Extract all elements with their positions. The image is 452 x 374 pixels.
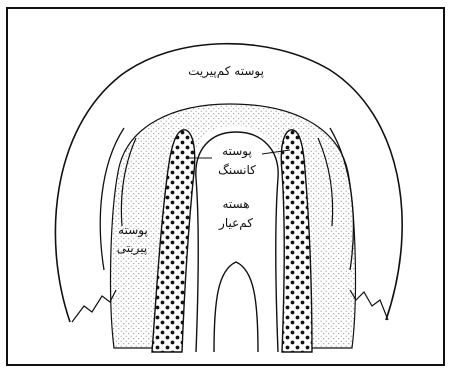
- side-crust-label-line2: پیریتی: [117, 241, 148, 256]
- center-crust-label-line2: کانسنگ: [218, 163, 256, 177]
- side-crust-label-line1: پوسته: [118, 223, 148, 238]
- core-label-line2: کم‌عیار: [218, 216, 253, 231]
- center-crust-label-line1: پوسته: [222, 144, 252, 159]
- outer-crust-label: پوسته کم‌پیریت: [188, 64, 264, 79]
- left-jagged-base: [72, 290, 116, 322]
- core-label-line1: هسته: [222, 197, 249, 211]
